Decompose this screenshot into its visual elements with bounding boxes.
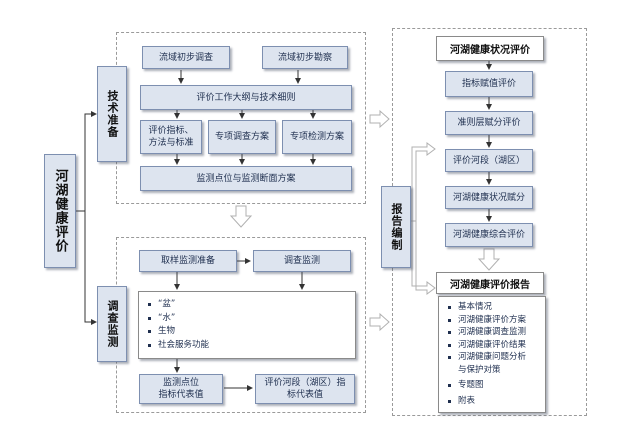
monitor-plan-box: 专项检测方案 [282,120,352,154]
investigation-label: 调查监测 [97,286,127,362]
health-eval-step: 河湖健康状况赋分 [445,186,533,209]
report-item: 河湖健康评价结果 [446,339,546,352]
health-eval-title: 河湖健康状况评价 [436,36,544,61]
monitor-items-list: “盆” “水” 生物 社会服务功能 [146,298,209,352]
report-item: 河湖健康问题分析 与保护对策 [446,351,546,376]
survey-monitor-box: 调查监测 [253,250,351,272]
monitor-item: 社会服务功能 [146,339,209,353]
report-contents-box [438,296,546,413]
report-item: 专题图 [446,379,546,392]
report-contents-list: 基本情况 河湖健康评价方案 河湖健康调查监测 河湖健康评价结果 河湖健康问题分析… [446,301,546,407]
segment-values-box: 评价河段（湖区）指 标代表值 [255,374,355,404]
survey-plan-box: 专项调查方案 [208,120,276,154]
health-eval-step: 评价河段（湖区） [445,149,533,172]
health-eval-step: 准则层赋分评价 [445,111,533,135]
monitor-item: “水” [146,312,209,326]
site-values-box: 监测点位 指标代表值 [139,374,223,404]
tech-prep-label: 技术准备 [97,66,127,162]
report-item: 附表 [446,395,546,408]
prelim-exploration-box: 流域初步勘察 [262,46,348,69]
health-eval-step: 指标赋值评价 [445,71,533,97]
report-item: 河湖健康评价方案 [446,314,546,327]
health-eval-step: 河湖健康综合评价 [445,223,533,247]
report-item: 河湖健康调查监测 [446,326,546,339]
report-item: 基本情况 [446,301,546,314]
monitor-items-box [138,291,356,359]
monitor-item: 生物 [146,325,209,339]
prelim-survey-box: 流域初步调查 [142,46,230,69]
sites-plan-box: 监测点位与监测断面方案 [140,166,352,191]
root-label: 河湖健康评价 [44,154,76,268]
indicators-box: 评价指标、 方法与标准 [140,120,202,154]
work-outline-box: 评价工作大纲与技术细则 [140,85,352,110]
sampling-prep-box: 取样监测准备 [139,250,237,272]
report-title: 河湖健康评价报告 [436,272,544,294]
report-compile-label: 报告编制 [381,186,411,268]
monitor-item: “盆” [146,298,209,312]
